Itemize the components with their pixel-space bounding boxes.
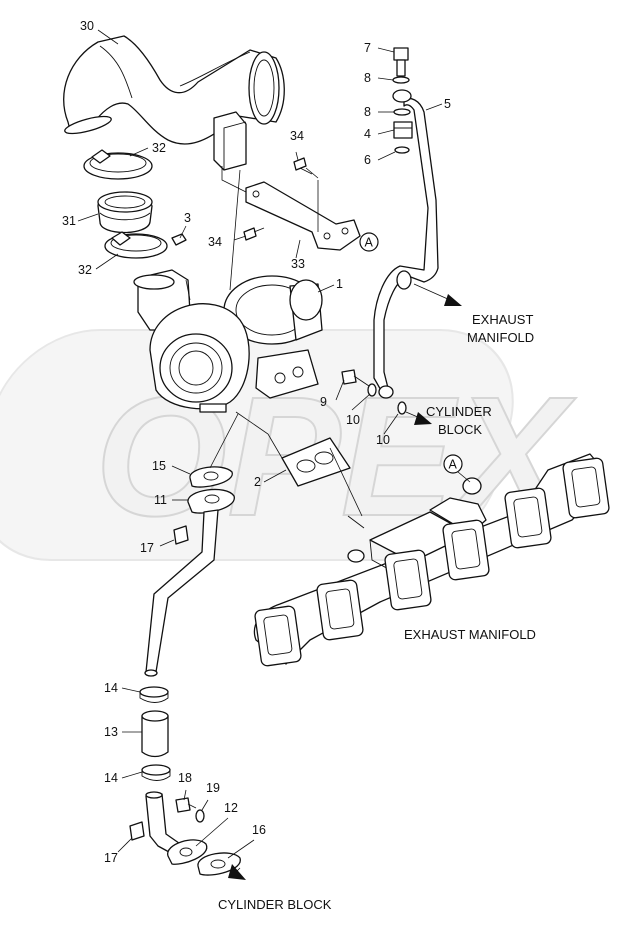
part-label-11: 11 <box>154 493 167 507</box>
bolt-17-lower <box>129 821 145 841</box>
turbocharger <box>133 269 323 413</box>
hose-clamp-14-lower <box>141 764 171 781</box>
part-label-8a: 8 <box>364 71 371 85</box>
part-label-4: 4 <box>364 127 371 141</box>
part-label-14a: 14 <box>104 681 118 695</box>
bolt-3 <box>171 233 187 246</box>
washer-10-right <box>397 401 407 415</box>
reference-mark-a-manifold-label: A <box>449 458 458 472</box>
reference-mark-a-bracket-label: A <box>365 236 374 250</box>
support-bracket <box>245 181 361 251</box>
washer-19 <box>195 809 205 823</box>
banjo-bolt-9 <box>341 369 373 389</box>
part-label-3: 3 <box>184 211 191 225</box>
caption-exhaust-manifold-upper-line1: EXHAUST <box>472 312 533 327</box>
oil-feed-bolt-7 <box>393 47 409 77</box>
washer-8-lower <box>393 108 411 116</box>
part-number-labels: 30 7 8 8 5 4 6 32 34 31 3 34 32 33 1 9 1… <box>62 19 451 865</box>
intake-elbow-pipe <box>63 35 285 171</box>
part-label-17a: 17 <box>140 541 154 555</box>
oil-drain-flange-11 <box>187 488 235 514</box>
part-label-2: 2 <box>254 475 261 489</box>
intake-hose <box>97 191 153 234</box>
part-label-6: 6 <box>364 153 371 167</box>
part-label-7: 7 <box>364 41 371 55</box>
bolt-17-upper <box>173 525 189 545</box>
lower-gasket-16 <box>197 852 241 876</box>
part-label-8b: 8 <box>364 105 371 119</box>
direction-arrows <box>228 283 462 880</box>
captions: EXHAUST MANIFOLD CYLINDER BLOCK EXHAUST … <box>218 312 536 912</box>
part-label-33: 33 <box>291 257 305 271</box>
part-label-1: 1 <box>336 277 343 291</box>
part-label-5: 5 <box>444 97 451 111</box>
part-label-32a: 32 <box>152 141 166 155</box>
part-label-30: 30 <box>80 19 94 33</box>
exhaust-manifold <box>253 453 610 667</box>
rubber-hose-13 <box>141 710 169 758</box>
part-label-19: 19 <box>206 781 220 795</box>
part-label-9: 9 <box>320 395 327 409</box>
caption-cylinder-block-mid-line1: CYLINDER <box>426 404 492 419</box>
oil-drain-pipe-upper <box>144 509 219 677</box>
leader-lines <box>77 29 443 859</box>
arrow-exhaust-manifold-icon <box>444 294 462 306</box>
washer-6 <box>394 146 410 154</box>
part-label-12: 12 <box>224 801 238 815</box>
arrow-cylinder-block-mid-icon <box>414 412 432 425</box>
part-label-17b: 17 <box>104 851 118 865</box>
part-label-10a: 10 <box>346 413 360 427</box>
part-label-18: 18 <box>178 771 192 785</box>
caption-exhaust-manifold-lower: EXHAUST MANIFOLD <box>404 627 536 642</box>
part-label-15: 15 <box>152 459 166 473</box>
caption-exhaust-manifold-upper-line2: MANIFOLD <box>467 330 534 345</box>
caption-cylinder-block-mid-line2: BLOCK <box>438 422 482 437</box>
oil-feed-pipe <box>373 89 439 399</box>
part-label-16: 16 <box>252 823 266 837</box>
part-label-31: 31 <box>62 214 76 228</box>
hose-clamp-lower <box>104 231 168 259</box>
reference-mark-a-bracket: A <box>359 232 379 252</box>
washer-8-upper <box>392 76 410 84</box>
part-label-34b: 34 <box>208 235 222 249</box>
caption-cylinder-block-bottom: CYLINDER BLOCK <box>218 897 332 912</box>
bracket-bolt-upper <box>293 157 313 175</box>
reference-mark-a-manifold: A <box>443 454 471 483</box>
oil-drain-gasket-15 <box>189 466 233 488</box>
fitting-18 <box>175 797 197 813</box>
part-label-14b: 14 <box>104 771 118 785</box>
hose-clamp-upper <box>83 149 153 180</box>
part-label-13: 13 <box>104 725 118 739</box>
lower-flange-12 <box>167 839 208 865</box>
arrow-cylinder-block-bottom-icon <box>228 864 246 880</box>
adapter-4 <box>393 121 413 139</box>
part-label-10b: 10 <box>376 433 390 447</box>
part-label-32b: 32 <box>78 263 92 277</box>
bracket-bolt-lower <box>243 227 265 241</box>
turbo-gasket <box>281 437 351 487</box>
hose-clamp-14-upper <box>139 686 169 703</box>
washer-10-left <box>367 383 377 397</box>
part-label-34a: 34 <box>290 129 304 143</box>
